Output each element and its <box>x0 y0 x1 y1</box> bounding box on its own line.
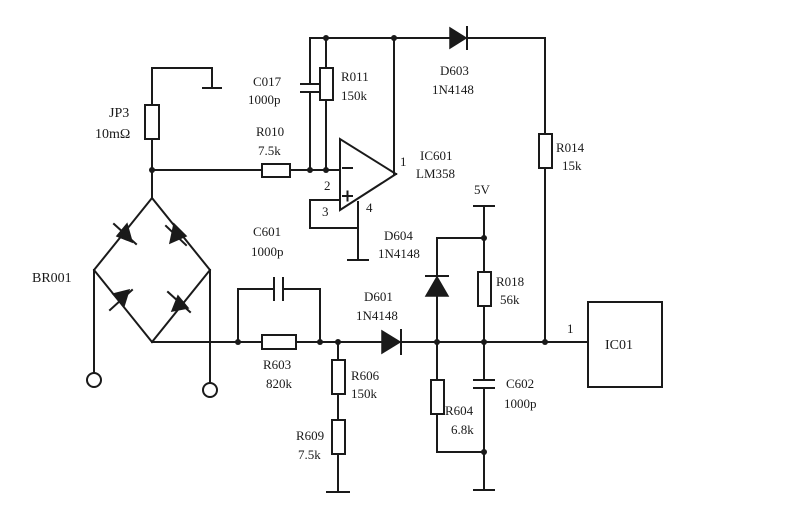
ic601-pin1: 1 <box>400 154 407 169</box>
d604-ref: D604 <box>384 228 413 243</box>
ac-terminal-left <box>86 372 102 388</box>
d601-ref: D601 <box>364 289 393 304</box>
r606-value: 150k <box>351 386 378 401</box>
r603-resistor <box>261 334 297 350</box>
c601-ref: C601 <box>253 224 281 239</box>
c601-value: 1000p <box>251 244 284 259</box>
r018-value: 56k <box>500 292 520 307</box>
ac-terminal-right <box>202 382 218 398</box>
vcc-5v-label: 5V <box>474 182 491 197</box>
r011-ref: R011 <box>341 69 369 84</box>
d604-diode <box>424 275 450 297</box>
r010-ref: R010 <box>256 124 284 139</box>
bridge-diode-3 <box>108 288 134 312</box>
c017-value: 1000p <box>248 92 281 107</box>
ic601-pin3: 3 <box>322 204 329 219</box>
c017-ref: C017 <box>253 74 282 89</box>
r010-resistor <box>261 163 291 178</box>
r606-r609-divider <box>326 341 350 493</box>
r014-resistor <box>538 133 553 169</box>
jp3-resistor <box>144 104 160 140</box>
r010-branch <box>151 163 341 178</box>
r018-ref: R018 <box>496 274 524 289</box>
r010-value: 7.5k <box>258 143 281 158</box>
r603-value: 820k <box>266 376 293 391</box>
r604-ref: R604 <box>445 403 474 418</box>
jp3-shunt-branch <box>144 67 222 199</box>
d603-value: 1N4148 <box>432 82 474 97</box>
r606-ref: R606 <box>351 368 380 383</box>
ic601-pin2: 2 <box>324 178 331 193</box>
d603-diode <box>449 26 468 50</box>
opamp-triangle <box>339 137 398 212</box>
r609-ref: R609 <box>296 428 324 443</box>
ic01-box <box>587 301 663 388</box>
c602-ref: C602 <box>506 376 534 391</box>
r606-resistor <box>331 359 346 395</box>
ic601-value: LM358 <box>416 166 455 181</box>
jp3-value: 10mΩ <box>95 127 130 142</box>
ic601-ref: IC601 <box>420 148 453 163</box>
d601-diode <box>381 329 402 355</box>
r014-value: 15k <box>562 158 582 173</box>
r604-c602-branch <box>430 341 495 491</box>
bridge-diode-4 <box>166 290 192 314</box>
bridge-diode-1 <box>112 222 138 246</box>
r609-resistor <box>331 419 346 455</box>
d604-value: 1N4148 <box>378 246 420 261</box>
d604-r018-branch <box>424 205 495 343</box>
bridge-rectifier <box>86 196 218 398</box>
r609-value: 7.5k <box>298 447 321 462</box>
ic601-pin4: 4 <box>366 200 373 215</box>
bridge-diode-2 <box>164 222 188 247</box>
d603-ref: D603 <box>440 63 469 78</box>
br001-ref: BR001 <box>32 271 72 286</box>
main-signal-line <box>151 277 589 355</box>
d601-value: 1N4148 <box>356 308 398 323</box>
feedback-network <box>300 35 451 171</box>
opamp-ic601 <box>309 137 398 261</box>
r604-resistor <box>430 379 445 415</box>
d603-r014-branch <box>449 26 553 344</box>
r603-ref: R603 <box>263 357 291 372</box>
r018-resistor <box>477 271 492 307</box>
r011-resistor <box>319 67 334 101</box>
jp3-ref: JP3 <box>109 106 129 121</box>
ic01-pin1: 1 <box>567 321 574 336</box>
r014-ref: R014 <box>556 140 585 155</box>
c602-value: 1000p <box>504 396 537 411</box>
ic01-label: IC01 <box>605 338 633 353</box>
r604-value: 6.8k <box>451 422 474 437</box>
r011-value: 150k <box>341 88 368 103</box>
